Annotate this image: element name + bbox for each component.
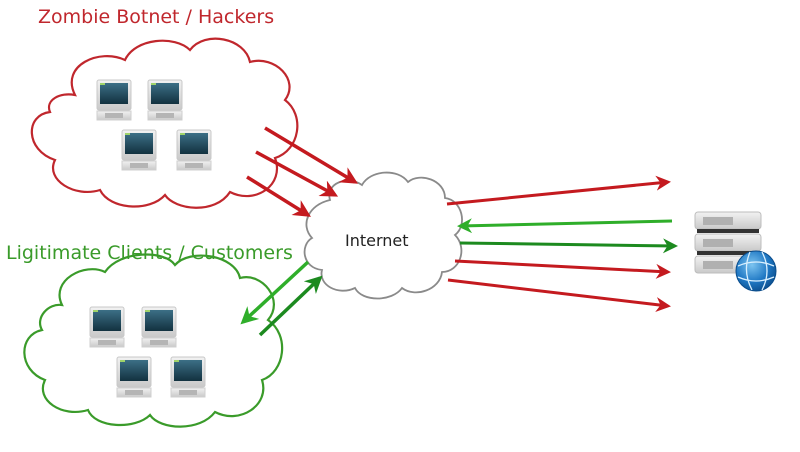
clients-label: Ligitimate Clients / Customers [6,242,293,264]
attack-arrow [246,175,311,217]
computer-icon [96,79,132,121]
server-icon [694,211,762,274]
clients-cloud [23,253,284,428]
legit-response-arrow [240,260,310,325]
computer-icon [121,129,157,171]
legit-request-arrow [459,238,678,254]
server-with-globe-icon [694,211,777,292]
computer-icon [141,306,177,348]
botnet-cloud [30,37,299,209]
arrows-right [446,175,678,313]
attack-arrow [447,278,671,313]
attack-arrows-in [246,126,359,217]
attack-arrow [454,259,671,279]
computer-icon [147,79,183,121]
computer-icon [176,129,212,171]
globe-icon [735,250,777,292]
computer-icon [170,356,206,398]
internet-cloud [303,171,463,300]
internet-label: Internet [345,231,409,250]
attack-arrow [446,175,671,206]
computer-icon [89,306,125,348]
attack-arrow [264,126,359,184]
attack-arrow [255,150,339,197]
legit-request-arrow [258,275,323,337]
legit-arrows-left [240,260,323,337]
computer-icon [116,356,152,398]
legit-response-arrow [457,218,673,234]
botnet-label: Zombie Botnet / Hackers [38,6,275,28]
